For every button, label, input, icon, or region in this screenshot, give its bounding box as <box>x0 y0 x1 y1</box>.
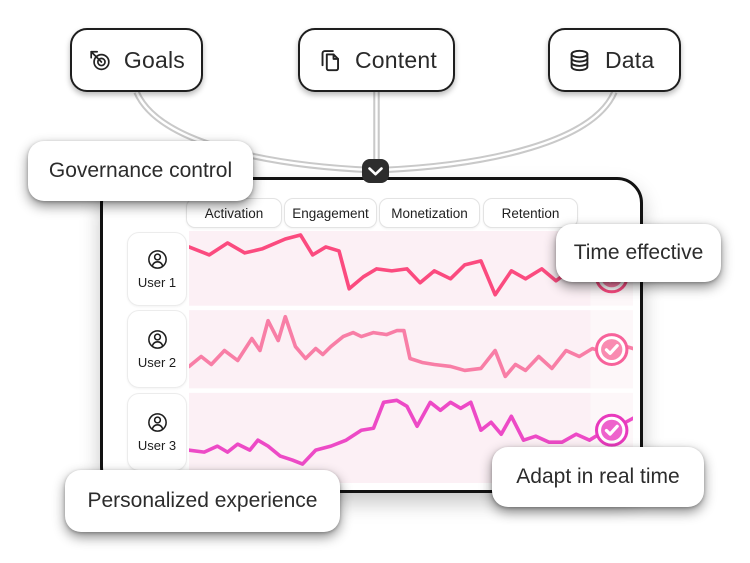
user-row-3[interactable]: User 3 <box>127 393 187 471</box>
tab-retention[interactable]: Retention <box>483 198 578 228</box>
check-icon <box>604 424 619 436</box>
user-label: User 3 <box>137 438 177 453</box>
user-icon <box>147 330 167 349</box>
target-icon <box>90 50 110 70</box>
user-row-2[interactable]: User 2 <box>127 310 187 388</box>
callout-adapt-in-real-time: Adapt in real time <box>492 447 704 507</box>
chevron-down-icon <box>368 167 383 176</box>
goals-label: Goals <box>123 46 185 73</box>
user-row-1[interactable]: User 1 <box>127 232 187 306</box>
copy-icon <box>321 49 340 71</box>
user-label: User 1 <box>137 275 177 290</box>
database-icon <box>570 49 589 71</box>
callout-time-effective: Time effective <box>556 224 721 282</box>
content-label: Content <box>355 46 437 73</box>
tab-activation[interactable]: Activation <box>186 198 282 228</box>
check-icon <box>604 344 619 356</box>
user-icon <box>147 413 167 432</box>
flow-arrow-badge <box>362 159 389 183</box>
data-pill[interactable]: Data <box>548 28 681 92</box>
completed-check-badge <box>594 333 629 366</box>
goals-pill[interactable]: Goals <box>70 28 203 92</box>
user-icon <box>147 250 167 269</box>
content-pill[interactable]: Content <box>298 28 455 92</box>
dashboard-card: Activation Engagement Monetization Reten… <box>100 177 643 493</box>
data-label: Data <box>605 46 655 73</box>
tab-monetization[interactable]: Monetization <box>379 198 480 228</box>
completed-check-badge <box>594 413 629 447</box>
user-label: User 2 <box>137 355 177 370</box>
tab-engagement[interactable]: Engagement <box>284 198 377 228</box>
callout-personalized-experience: Personalized experience <box>65 470 340 532</box>
callout-governance-control: Governance control <box>28 141 253 201</box>
